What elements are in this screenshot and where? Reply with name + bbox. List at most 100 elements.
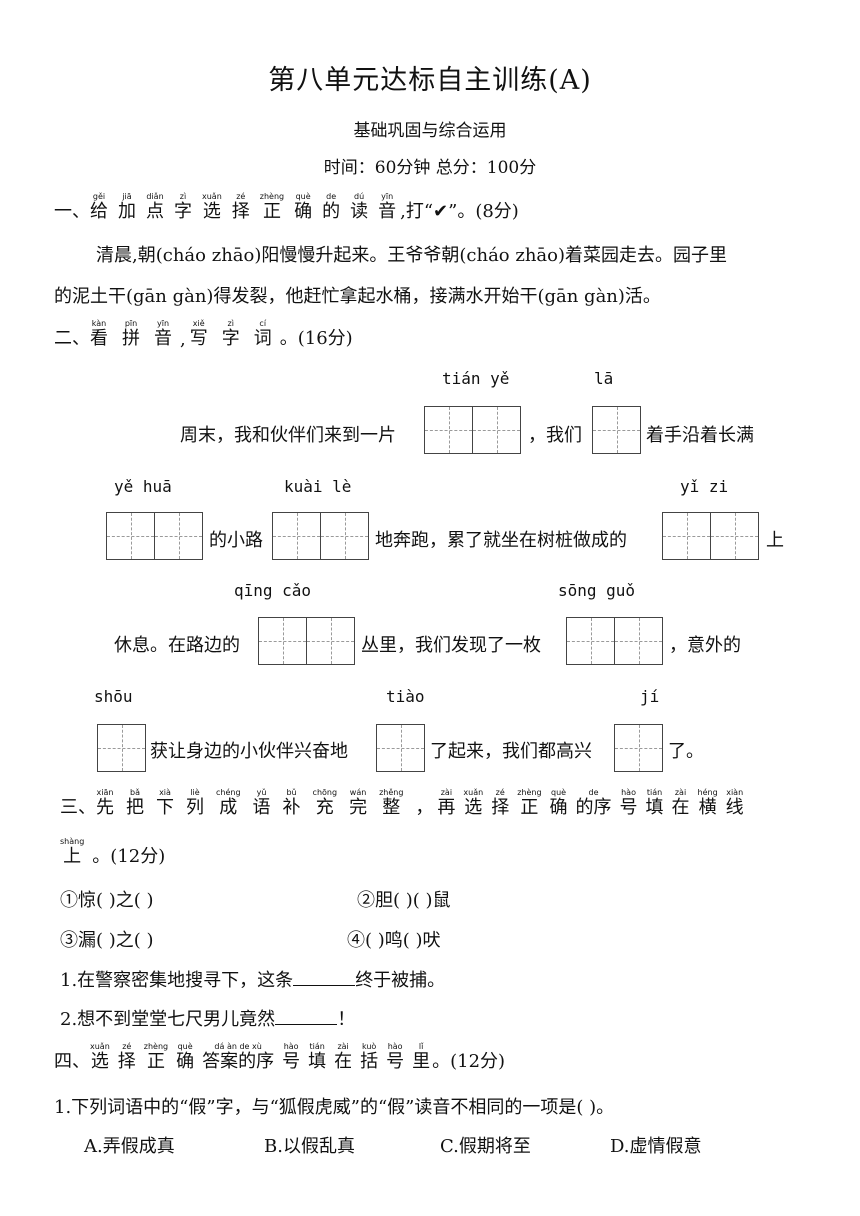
writing-cell[interactable]	[306, 617, 355, 665]
writing-cell[interactable]	[662, 512, 711, 560]
writing-cell[interactable]	[97, 724, 146, 772]
answer-grid-tiao[interactable]	[376, 724, 425, 772]
writing-cell[interactable]	[258, 617, 307, 665]
hanzi-char: 音	[154, 328, 172, 349]
answer-grid-tianye[interactable]	[424, 406, 521, 454]
answer-grid-songguo[interactable]	[566, 617, 663, 665]
pinyin-annotation: yīn	[156, 319, 170, 328]
hanzi-char: 给	[90, 201, 108, 222]
q2-text-1: 周末，我和伙伴们来到一片	[180, 425, 396, 446]
pinyin-annotation: de	[326, 192, 337, 201]
answer-grid-ji[interactable]	[614, 724, 663, 772]
writing-cell[interactable]	[614, 617, 663, 665]
writing-cell[interactable]	[424, 406, 473, 454]
q2-suffix: 。(16分)	[279, 328, 353, 349]
hanzi-char: 下	[156, 797, 174, 818]
writing-cell[interactable]	[320, 512, 369, 560]
writing-cell[interactable]	[566, 617, 615, 665]
pinyin-annotation: dá àn de xù	[214, 1042, 262, 1051]
pinyin-annotation: zhèng	[259, 192, 285, 201]
answer-grid-yizi[interactable]	[662, 512, 759, 560]
writing-cell[interactable]	[472, 406, 521, 454]
answer-blank-1[interactable]	[293, 969, 356, 986]
writing-cell[interactable]	[106, 512, 155, 560]
pinyin-songguo: sōng guǒ	[558, 581, 636, 600]
pinyin-annotation: pīn	[124, 319, 138, 328]
pinyin-la: lā	[594, 369, 614, 388]
pinyin-annotation: shàng	[60, 837, 85, 846]
q3-suffix: 。(12分)	[92, 846, 166, 867]
pinyin-annotation: zài	[440, 788, 453, 797]
idiom-2: ②胆( )( )鼠	[357, 890, 451, 911]
writing-cell[interactable]	[710, 512, 759, 560]
writing-cell[interactable]	[592, 406, 641, 454]
q3-sentence-2-end: ！	[337, 1009, 356, 1030]
hanzi-char: 列	[186, 797, 204, 818]
q2-text-12: 了。	[668, 741, 704, 762]
hanzi-char: 上	[63, 846, 82, 867]
exam-meta: 时间：60分钟 总分：100分	[323, 158, 537, 178]
pinyin-annotation: xiě	[192, 319, 205, 328]
pinyin-annotation: liè	[190, 788, 200, 797]
answer-grid-la[interactable]	[592, 406, 641, 454]
hanzi-char: 择	[231, 201, 250, 222]
answer-grid-qingcao[interactable]	[258, 617, 355, 665]
writing-cell[interactable]	[376, 724, 425, 772]
q3-prefix: 三、	[60, 797, 96, 818]
pinyin-annotation: zé	[122, 1042, 132, 1051]
answer-blank-2[interactable]	[275, 1008, 338, 1025]
option-c[interactable]: C.假期将至	[440, 1136, 531, 1157]
q3-sentence-2: 2.想不到堂堂七尺男儿竟然！	[60, 1005, 355, 1031]
q1-paragraph-line1: 清晨,朝(cháo zhāo)阳慢慢升起来。王爷爷朝(cháo zhāo)着菜园…	[96, 245, 728, 266]
pinyin-annotation: de	[588, 788, 599, 797]
pinyin-tianye: tián yě	[442, 369, 510, 388]
pinyin-annotation: tián	[646, 788, 663, 797]
pinyin-annotation: jiā	[122, 192, 132, 201]
hanzi-char: 在	[671, 797, 690, 818]
pinyin-annotation: xiān	[96, 788, 114, 797]
hanzi-char: 整	[382, 797, 401, 818]
hanzi-char: 正	[262, 201, 281, 222]
hanzi-char: 选	[90, 1051, 109, 1072]
hanzi-char: 补	[282, 797, 301, 818]
pinyin-annotation: chōng	[312, 788, 338, 797]
option-b[interactable]: B.以假乱真	[264, 1136, 355, 1157]
writing-cell[interactable]	[614, 724, 663, 772]
hanzi-char: 点	[146, 201, 164, 222]
answer-grid-yehua[interactable]	[106, 512, 203, 560]
option-d[interactable]: D.虚情假意	[610, 1136, 702, 1157]
hanzi-char: 选	[464, 797, 483, 818]
hanzi-char: 确	[549, 797, 568, 818]
pinyin-annotation: xiàn	[726, 788, 744, 797]
answer-grid-kuaile[interactable]	[272, 512, 369, 560]
pinyin-annotation: xià	[159, 788, 171, 797]
hanzi-char: 线	[725, 797, 744, 818]
pinyin-annotation: zhèng	[517, 788, 542, 797]
writing-cell[interactable]	[154, 512, 203, 560]
answer-grid-shou[interactable]	[97, 724, 146, 772]
option-a[interactable]: A.弄假成真	[84, 1136, 175, 1157]
writing-cell[interactable]	[272, 512, 321, 560]
hanzi-char: 确	[176, 1051, 195, 1072]
